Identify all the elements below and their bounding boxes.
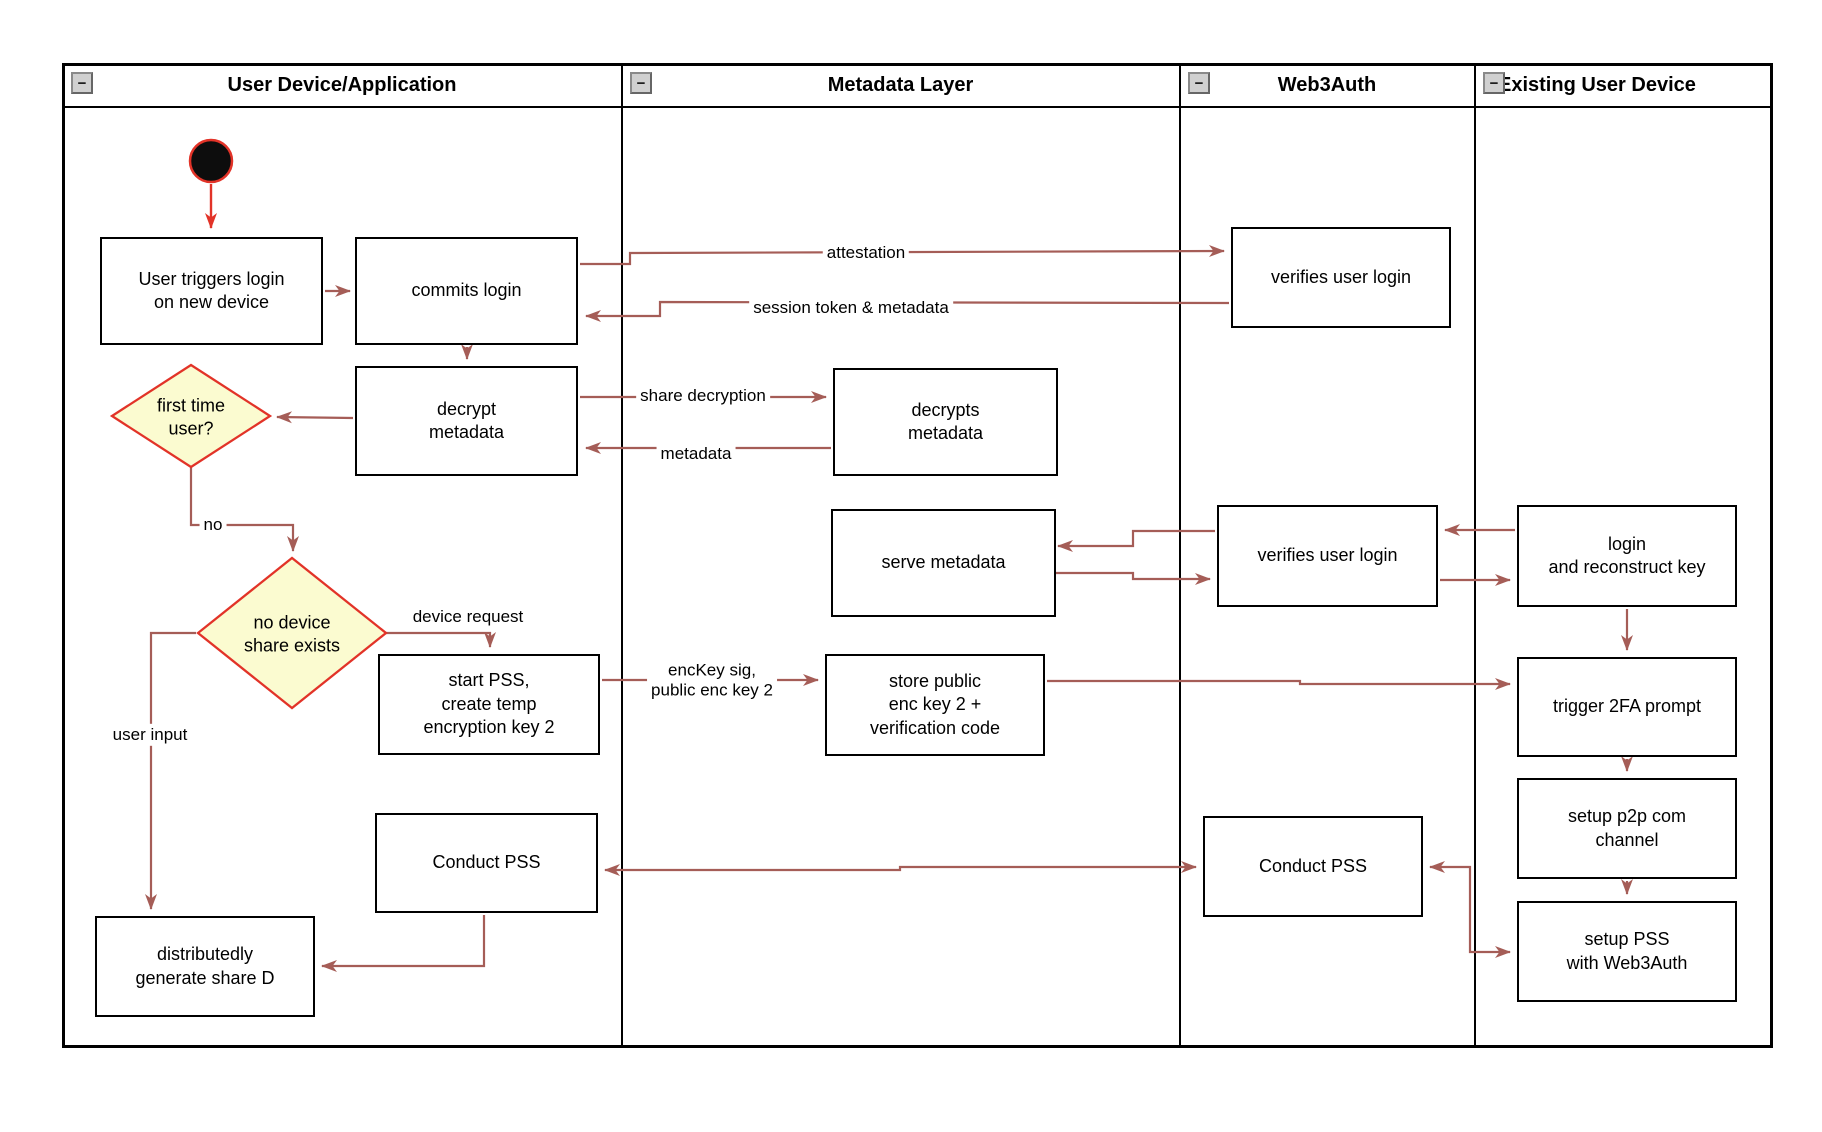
edge-label-device-request: device request <box>408 605 528 629</box>
node-decrypts-metadata: decrypts metadata <box>833 368 1058 476</box>
decision-no-device-share <box>196 556 388 710</box>
lane-title: Existing User Device <box>1498 73 1696 96</box>
diagram-border <box>62 63 1773 1048</box>
decision-label-no-device-share: no device share exists <box>243 612 341 656</box>
lane-title: Web3Auth <box>1277 73 1377 96</box>
node-verifies-user-login-2: verifies user login <box>1217 505 1438 607</box>
node-commits-login: commits login <box>355 237 578 345</box>
edge-label-metadata: metadata <box>656 442 736 466</box>
header-divider-line <box>62 106 1773 108</box>
node-setup-p2p-channel: setup p2p com channel <box>1517 778 1737 879</box>
node-start-pss: start PSS, create temp encryption key 2 <box>378 654 600 755</box>
decision-label-first-time-user: first time user? <box>156 395 226 439</box>
edge-verifies2-to-serve <box>1057 529 1215 552</box>
lane-divider-1 <box>621 63 623 1048</box>
node-decrypt-metadata: decrypt metadata <box>355 366 578 476</box>
edge-store-to-2fa <box>1047 678 1511 690</box>
edge-conduct-setup-pss <box>1429 861 1511 958</box>
collapse-lane-icon[interactable]: − <box>1188 72 1210 94</box>
node-store-public-enc-key: store public enc key 2 + verification co… <box>825 654 1045 756</box>
edge-label-no: no <box>199 513 227 537</box>
node-login-reconstruct-key: login and reconstruct key <box>1517 505 1737 607</box>
collapse-lane-icon[interactable]: − <box>1483 72 1505 94</box>
collapse-lane-icon[interactable]: − <box>630 72 652 94</box>
node-distributedly-generate: distributedly generate share D <box>95 916 315 1017</box>
edge-label-share-decryption: share decryption <box>636 384 770 408</box>
start-node <box>188 138 234 184</box>
lane-header-metadata-layer: − Metadata Layer <box>624 65 1177 105</box>
lane-title: User Device/Application <box>227 73 457 96</box>
lane-header-existing-device: − Existing User Device <box>1477 65 1771 105</box>
edge-label-attestation: attestation <box>822 241 910 265</box>
lane-divider-2 <box>1179 63 1181 1048</box>
node-conduct-pss-left: Conduct PSS <box>375 813 598 913</box>
lane-header-web3auth: − Web3Auth <box>1182 65 1472 105</box>
edge-label-session-token: session token & metadata <box>749 296 953 320</box>
node-conduct-pss-right: Conduct PSS <box>1203 816 1423 917</box>
edge-label-user-input: user input <box>108 723 192 747</box>
edge-no-branch <box>189 467 299 552</box>
node-serve-metadata: serve metadata <box>831 509 1056 617</box>
edge-attestation <box>580 245 1225 266</box>
node-trigger-2fa-prompt: trigger 2FA prompt <box>1517 657 1737 757</box>
decision-first-time-user <box>109 363 273 469</box>
collapse-lane-icon[interactable]: − <box>71 72 93 94</box>
edge-device-request <box>386 631 496 648</box>
node-user-triggers-login: User triggers login on new device <box>100 237 323 345</box>
lane-divider-3 <box>1474 63 1476 1048</box>
node-verifies-user-login-1: verifies user login <box>1231 227 1451 328</box>
lane-title: Metadata Layer <box>827 73 974 96</box>
lane-header-user-device: − User Device/Application <box>65 65 619 105</box>
edge-user-input <box>145 631 196 910</box>
edge-label-enckey: encKey sig, public enc key 2 <box>647 659 777 703</box>
edge-conduct-to-conduct <box>604 861 1197 876</box>
node-setup-pss-web3auth: setup PSS with Web3Auth <box>1517 901 1737 1002</box>
edge-conduct-to-distributed <box>321 915 486 972</box>
edge-serve-to-verifies2 <box>1052 571 1211 585</box>
edge-decrypt-to-firsttime <box>276 411 354 424</box>
